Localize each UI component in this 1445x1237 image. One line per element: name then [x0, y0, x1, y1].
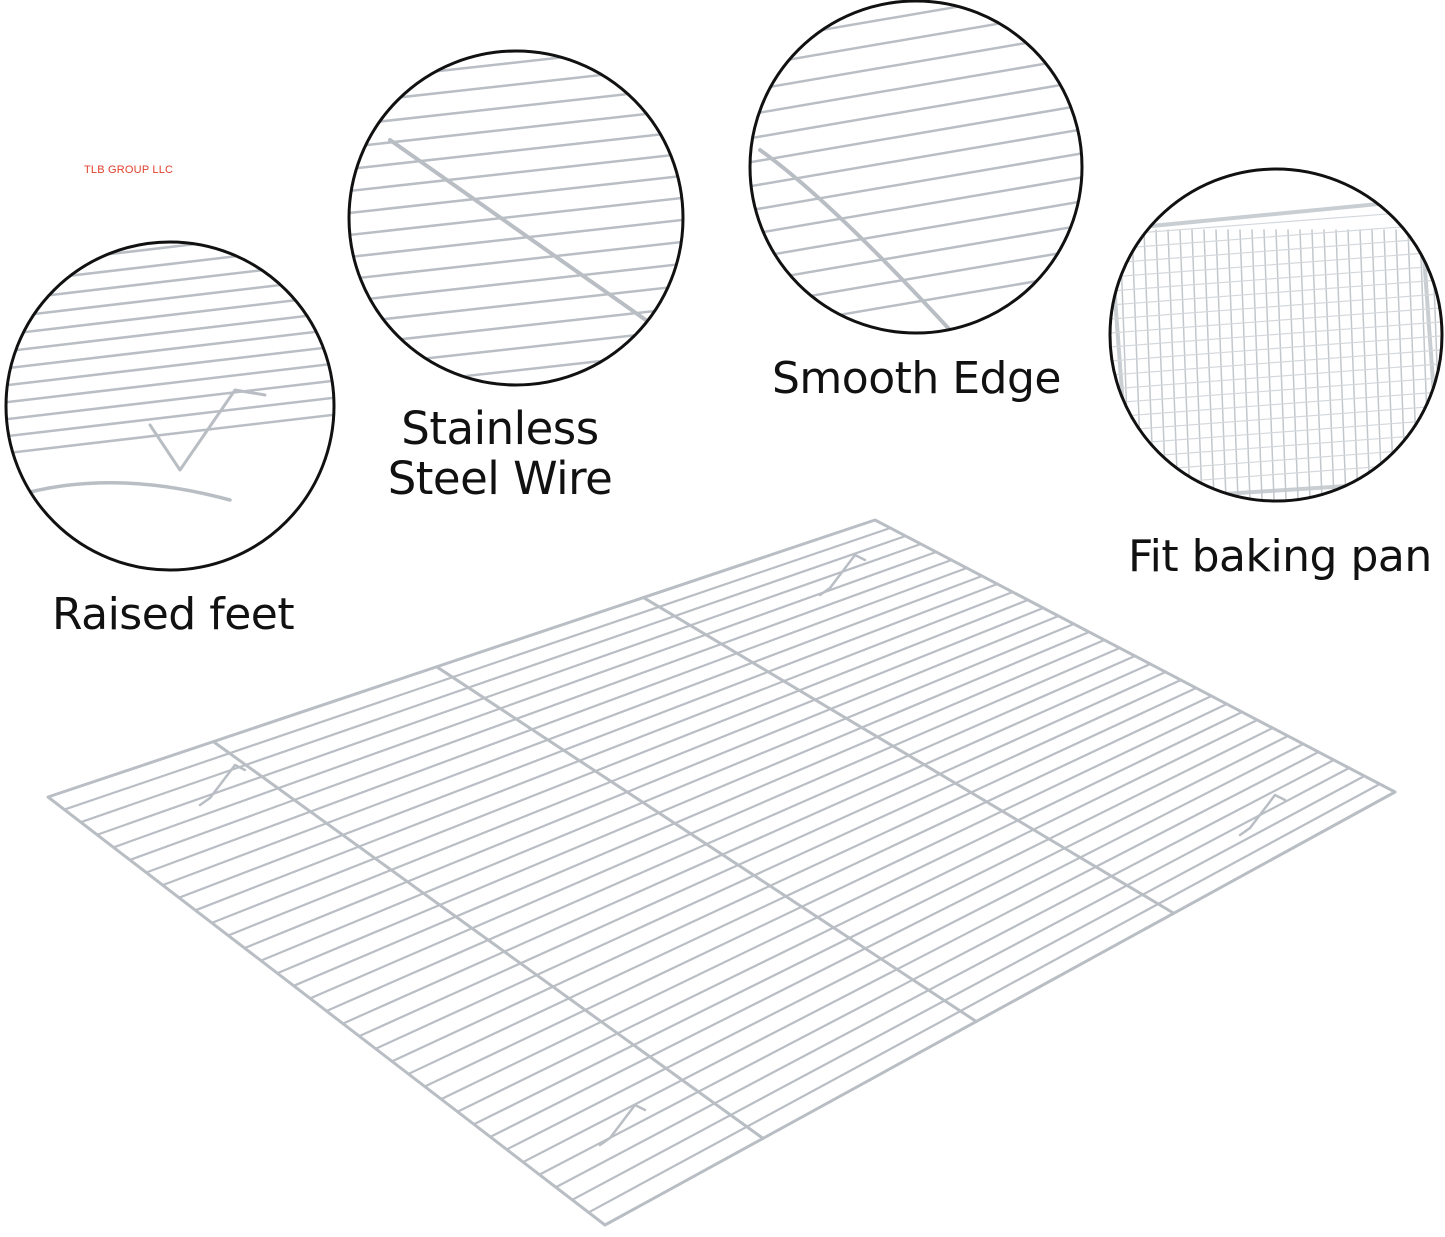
callout-stainless-line2: Steel Wire	[387, 452, 613, 505]
zoom-circle-smooth-edge	[748, 0, 1084, 335]
callout-stainless-steel-wire: Stainless Steel Wire	[380, 404, 620, 504]
zoom-circle-baking-pan	[1108, 167, 1444, 503]
callout-fit-baking-pan: Fit baking pan	[1128, 531, 1432, 582]
callout-smooth-edge: Smooth Edge	[772, 353, 1062, 404]
zoom-circle-raised-feet	[4, 240, 336, 572]
cooling-rack	[46, 518, 1397, 1227]
zoom-circle-stainless-wire	[347, 49, 685, 387]
callout-raised-feet: Raised feet	[52, 589, 295, 640]
watermark: TLB GROUP LLC	[84, 164, 174, 176]
callout-stainless-line1: Stainless	[401, 402, 599, 455]
